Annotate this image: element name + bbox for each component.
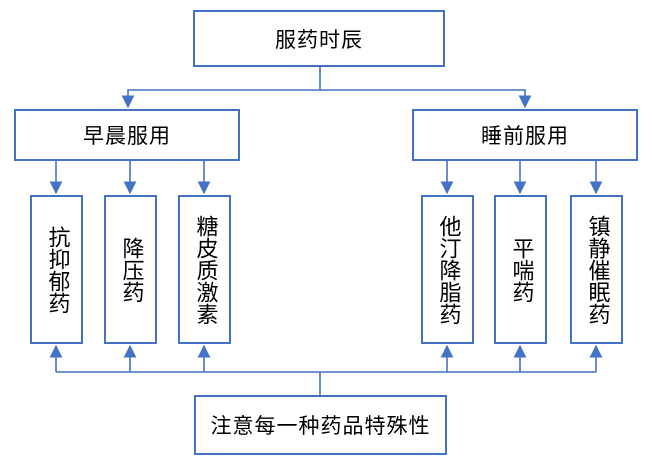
group-node-bedtime: 睡前服用: [412, 109, 638, 161]
item-node-glucocorticoid: 糖皮质激素: [178, 195, 231, 344]
item-node-statin: 他汀降脂药: [421, 195, 474, 344]
item-node-antihypertensive: 降压药: [104, 195, 157, 344]
connector-root-morning: [121, 67, 321, 109]
item-node-antidepressant: 抗抑郁药: [30, 195, 83, 344]
root-node: 服药时辰: [193, 10, 445, 67]
connector-root-night: [320, 89, 532, 109]
item-node-antiasthmatic: 平喘药: [494, 195, 547, 344]
footer-node: 注意每一种药品特殊性: [194, 395, 447, 455]
group-node-morning: 早晨服用: [14, 109, 240, 161]
item-node-sedative: 镇静催眠药: [570, 195, 623, 344]
